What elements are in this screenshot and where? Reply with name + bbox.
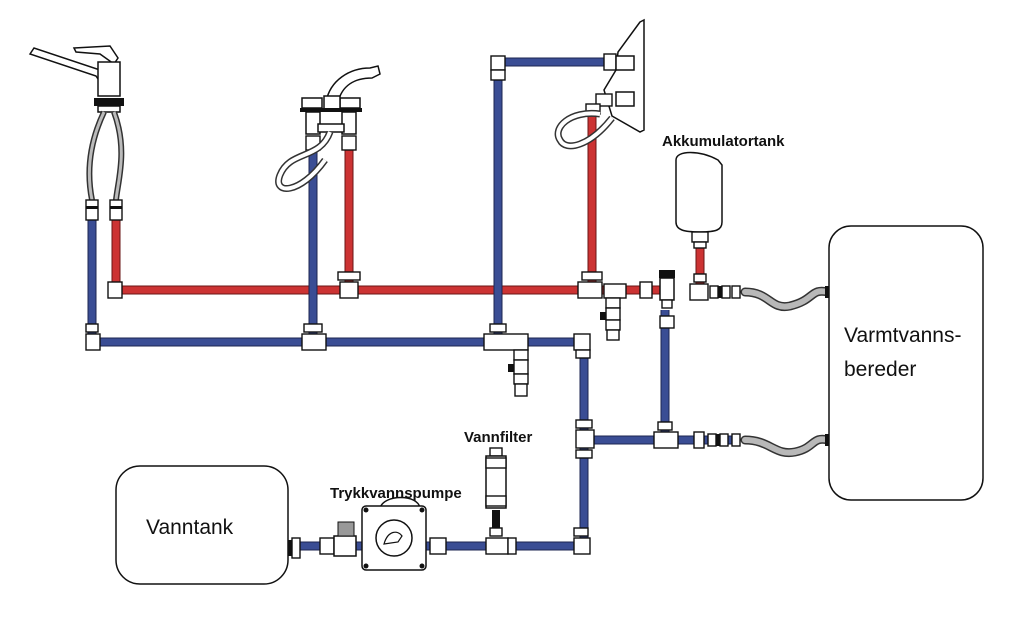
- bathroom-faucet-icon: [275, 65, 381, 192]
- heater-hoses: [740, 286, 833, 458]
- water-tank-label: Vanntank: [146, 516, 234, 539]
- pump-label: Trykkvannspumpe: [330, 485, 462, 502]
- hot-water-pipes: [111, 108, 705, 295]
- filter-icon: [485, 447, 507, 537]
- water-heater-box: [828, 225, 984, 501]
- accumulator-tank-icon: [675, 151, 723, 249]
- thermostatic-mixing-valve-icon: [659, 270, 675, 329]
- pump-icon: [319, 496, 447, 571]
- accumulator-label: Akkumulatortank: [662, 133, 785, 150]
- drain-valve-hot-icon: [600, 297, 621, 341]
- filter-label: Vannfilter: [464, 429, 533, 446]
- fittings: [85, 53, 741, 555]
- water-heater-label-line1: Varmtvanns-: [844, 324, 961, 347]
- water-tank-box: [115, 465, 301, 585]
- kitchen-faucet-icon: [28, 45, 125, 221]
- water-heater-label-line2: bereder: [844, 358, 916, 381]
- shower-mixer-icon: [554, 18, 645, 150]
- drain-valve-cold-icon: [508, 349, 529, 397]
